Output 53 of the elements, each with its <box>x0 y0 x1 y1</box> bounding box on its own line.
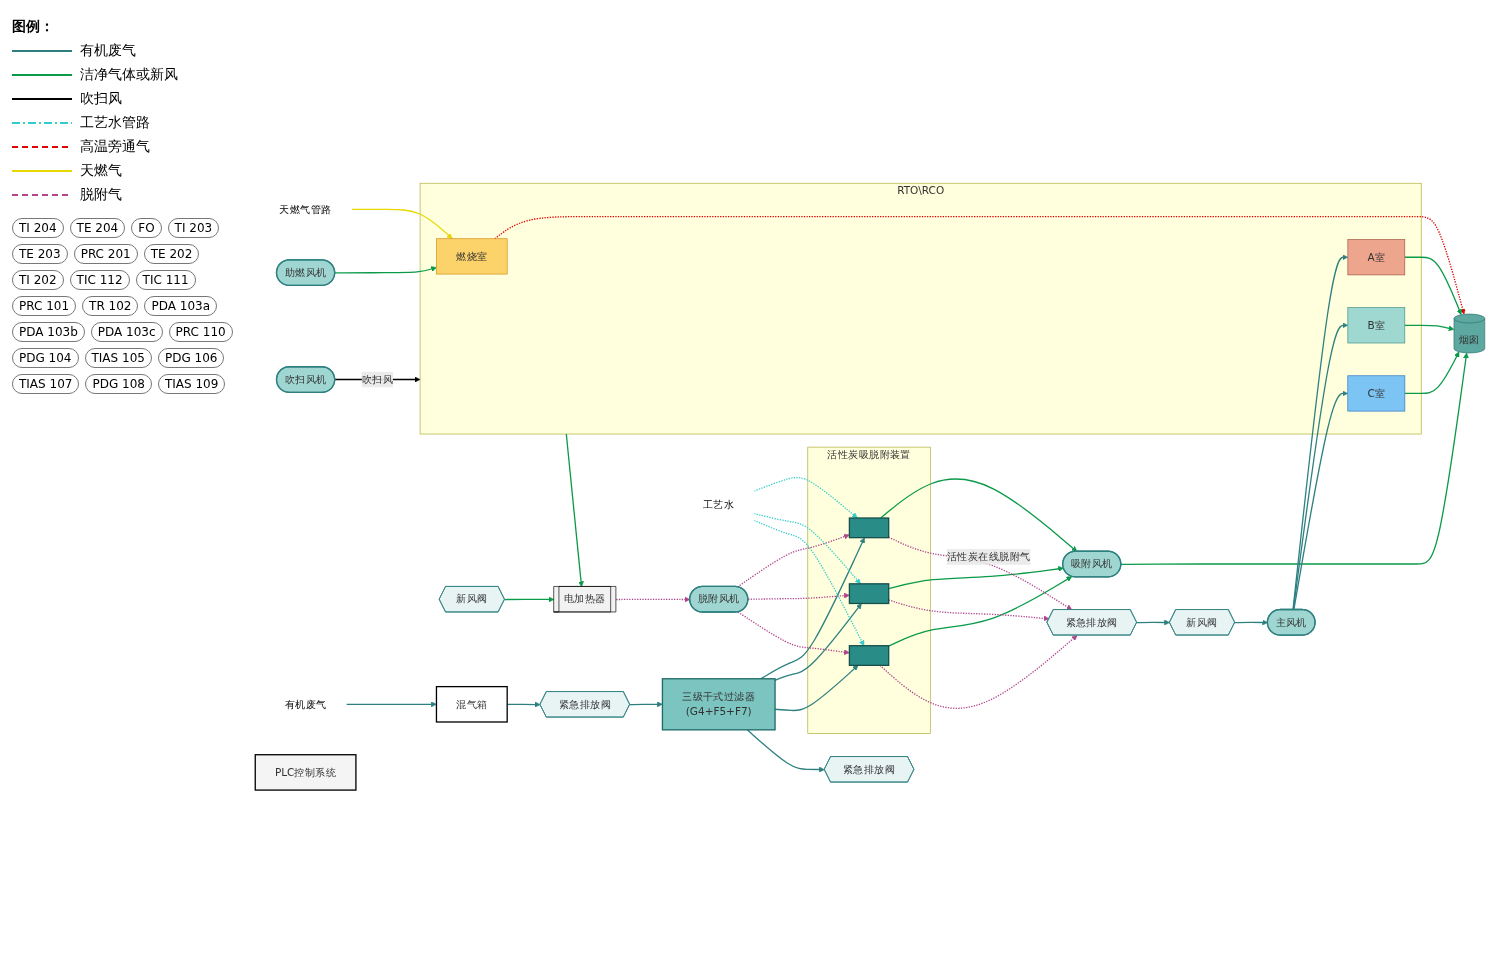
arrow <box>334 266 437 274</box>
arrow <box>1293 390 1349 611</box>
legend-heading: 图例： <box>12 18 55 36</box>
arrow <box>1292 322 1349 611</box>
legend-text: 吹扫风 <box>80 90 122 108</box>
arrow <box>629 701 663 708</box>
node-box: B室 <box>1347 307 1406 344</box>
arrow <box>350 209 453 240</box>
node-box: A室 <box>1347 239 1406 276</box>
legend-text: 工艺水管路 <box>80 114 150 132</box>
arrow <box>1120 353 1469 566</box>
edge-label: 吹扫风 <box>361 373 394 386</box>
legend-text: 有机废气 <box>80 42 136 60</box>
node-box: C室 <box>1347 375 1406 412</box>
legend-text: 高温旁通气 <box>80 138 150 156</box>
node-box: 燃烧室 <box>436 238 508 275</box>
arrow <box>494 216 1466 315</box>
node-box <box>848 583 890 605</box>
node-box <box>848 645 890 667</box>
arrow <box>1292 254 1349 611</box>
legend-text: 洁净气体或新风 <box>80 66 178 84</box>
node-box <box>848 517 890 539</box>
arrow <box>1404 256 1462 316</box>
legend-text: 脱附气 <box>80 186 122 204</box>
arrow <box>879 635 1078 710</box>
node-box: 三级干式过滤器 (G4+F5+F7) <box>661 678 776 731</box>
node-box: PLC控制系统 <box>254 754 357 792</box>
arrow <box>888 599 1050 622</box>
arrow <box>1234 619 1268 626</box>
arrow <box>888 576 1073 648</box>
arrow <box>880 478 1078 553</box>
arrow <box>753 477 858 519</box>
arrow <box>888 566 1064 590</box>
arrow <box>1404 325 1455 332</box>
arrow <box>760 537 865 680</box>
legend-text: 天燃气 <box>80 162 122 180</box>
arrow <box>737 611 850 656</box>
arrow <box>504 596 555 603</box>
arrow <box>746 729 825 773</box>
arrow <box>1404 351 1460 395</box>
edge-label: 活性炭在线脱附气 <box>946 550 1031 564</box>
node-text: 工艺水 <box>703 498 735 512</box>
arrow <box>774 603 862 682</box>
arrow <box>1136 619 1170 626</box>
arrow <box>747 593 850 601</box>
node-text: 天燃气管路 <box>279 203 332 216</box>
node-box: 混气箱 <box>435 686 508 723</box>
node-text: 有机废气 <box>284 698 327 711</box>
arrow <box>888 536 1073 611</box>
arrow <box>345 701 437 708</box>
arrow <box>753 519 865 647</box>
arrow <box>565 433 584 588</box>
cluster: 活性炭吸脱附装置 <box>807 447 931 735</box>
